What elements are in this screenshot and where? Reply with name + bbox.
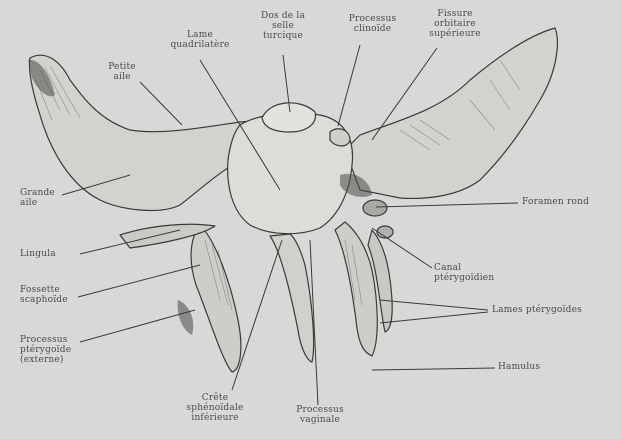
leader-foramen-rond [376,203,518,207]
dorsum-sellae [262,103,315,132]
label-fissure-orbitaire: Fissure orbitaire supérieure [415,9,495,39]
label-petite-aile: Petite aile [92,62,152,82]
leader-clinoide [338,45,360,126]
label-dos-selle-turcique: Dos de la selle turcique [248,11,318,41]
label-processus-vaginale: Processus vaginale [285,405,355,425]
leader-hamulus [372,368,495,370]
label-lames-pterygoides: Lames ptérygoïdes [492,305,618,315]
leader-petite-aile [140,82,182,125]
pterygoid-shadow [178,300,194,335]
label-canal-pterygoidien: Canal ptérygoïdien [434,263,529,283]
right-greater-wing [345,28,557,198]
leader-lames-2 [380,312,488,323]
leader-crete [232,240,282,390]
label-grande-aile: Grande aile [20,188,80,208]
label-fossette-scaphoide: Fossette scaphoïde [20,285,95,305]
label-lame-quadrilatere: Lame quadrilatère [155,30,245,50]
foramen-rotundum [363,200,387,216]
leader-lames-1 [380,300,488,310]
clinoid-process [330,129,350,146]
label-crete-sphenoidale: Crête sphénoïdale inférieure [175,393,255,423]
left-pterygoid-process [191,225,241,372]
label-processus-clinoide: Processus clinoïde [335,14,410,34]
label-hamulus: Hamulus [498,362,568,372]
label-lingula: Lingula [20,249,80,259]
leader-fossette [78,265,200,297]
label-foramen-rond: Foramen rond [522,197,618,207]
vaginal-process [270,234,314,362]
label-processus-pterygoide: Processus ptérygoïde (externe) [20,335,100,365]
